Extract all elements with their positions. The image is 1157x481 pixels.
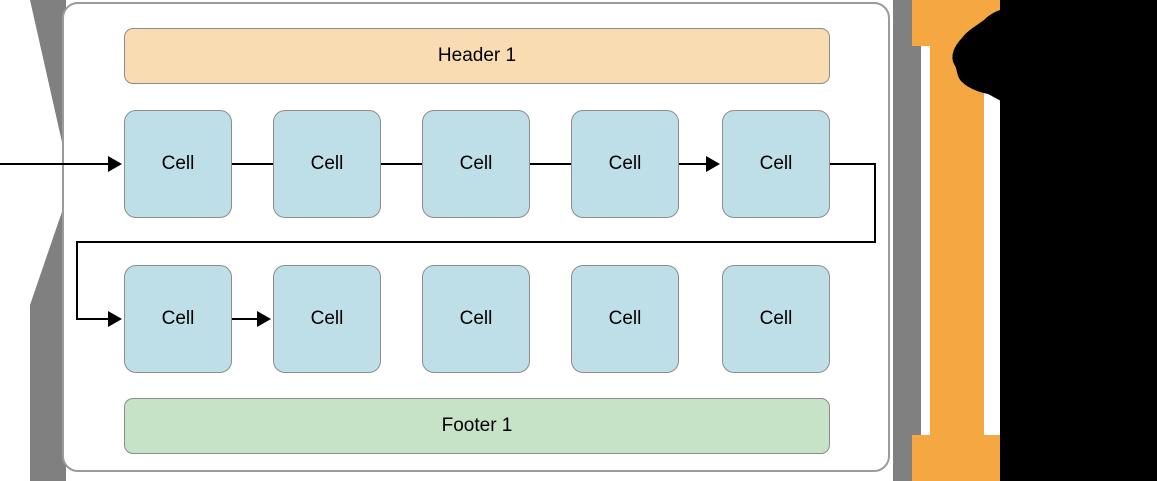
cell-label: Cell	[759, 308, 793, 329]
cell-row1-4[interactable]: Cell	[571, 110, 679, 218]
cell-label: Cell	[608, 308, 642, 329]
cell-label: Cell	[608, 153, 642, 174]
cell-label: Cell	[310, 308, 344, 329]
connector-row1-2-3	[381, 163, 422, 165]
left-gray-band	[30, 0, 66, 481]
orange-double-arrow-icon	[912, 0, 1002, 481]
cell-label: Cell	[759, 153, 793, 174]
right-gray-band	[893, 0, 921, 481]
input-arrow-head	[108, 156, 122, 172]
cell-row2-3[interactable]: Cell	[422, 265, 530, 373]
cell-row2-5[interactable]: Cell	[722, 265, 830, 373]
cell-label: Cell	[161, 153, 195, 174]
connector-row2-1-2-head	[257, 311, 271, 327]
connector-row1-1-2	[232, 163, 273, 165]
cell-row1-5[interactable]: Cell	[722, 110, 830, 218]
cell-label: Cell	[459, 153, 493, 174]
black-region	[1000, 0, 1157, 481]
wrap-connector-middle	[76, 241, 876, 243]
cell-label: Cell	[310, 153, 344, 174]
black-blob-icon	[952, 6, 1018, 106]
cell-row2-2[interactable]: Cell	[273, 265, 381, 373]
connector-row1-3-4	[530, 163, 571, 165]
cell-row1-1[interactable]: Cell	[124, 110, 232, 218]
connector-row1-4-5-line	[679, 163, 709, 165]
cell-label: Cell	[161, 308, 195, 329]
footer-label: Footer 1	[441, 415, 513, 436]
header-bar[interactable]: Header 1	[124, 28, 830, 84]
cell-row1-2[interactable]: Cell	[273, 110, 381, 218]
cell-row2-4[interactable]: Cell	[571, 265, 679, 373]
wrap-connector-right-down	[874, 163, 876, 243]
connector-row2-1-2-line	[232, 318, 260, 320]
cell-row2-1[interactable]: Cell	[124, 265, 232, 373]
cell-row1-3[interactable]: Cell	[422, 110, 530, 218]
wrap-connector-bottom	[76, 318, 110, 320]
wrap-connector-top	[830, 163, 876, 165]
footer-bar[interactable]: Footer 1	[124, 398, 830, 454]
connector-row1-4-5-head	[706, 156, 720, 172]
input-arrow-line	[0, 163, 110, 165]
header-label: Header 1	[437, 45, 517, 66]
cell-label: Cell	[459, 308, 493, 329]
wrap-connector-head	[108, 311, 122, 327]
wrap-connector-left-down	[76, 241, 78, 319]
